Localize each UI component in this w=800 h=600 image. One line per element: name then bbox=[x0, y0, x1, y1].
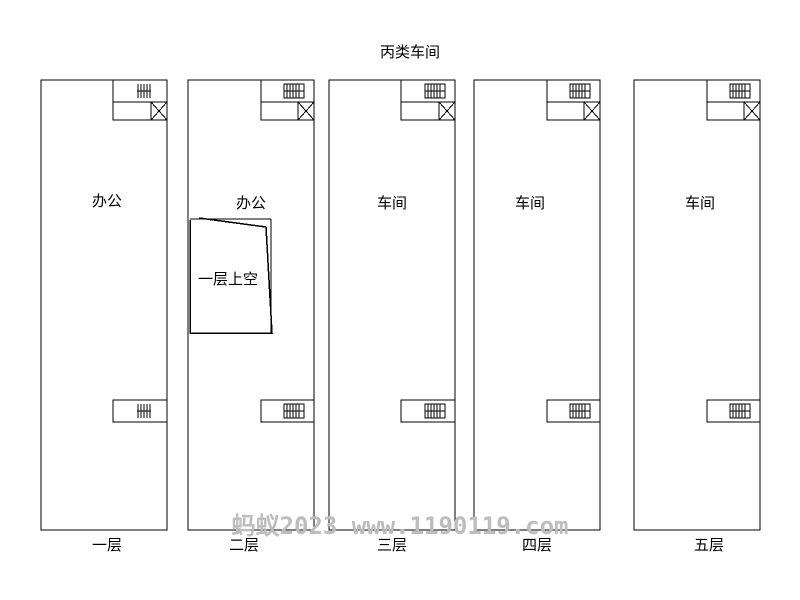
floor-5-plan: 车间 五层 bbox=[633, 79, 761, 554]
floor-1-outline bbox=[40, 79, 168, 531]
floor-3-bottom-stair-icon bbox=[400, 399, 456, 423]
floor-5-bottom-stair-icon bbox=[706, 399, 761, 423]
floor-3-outline bbox=[328, 79, 456, 531]
floor-2-outline bbox=[187, 79, 315, 531]
floor-2-void-outline bbox=[189, 217, 273, 334]
floor-3-top-stair-icon bbox=[400, 79, 456, 121]
floor-4-label: 四层 bbox=[522, 536, 552, 554]
drawing-title: 丙类车间 bbox=[380, 43, 440, 61]
floor-2-room-label: 办公 bbox=[236, 194, 266, 212]
floor-2-label: 二层 bbox=[229, 536, 259, 554]
floor-2-void-label: 一层上空 bbox=[198, 270, 258, 288]
floor-4-plan: 车间 四层 bbox=[473, 79, 601, 554]
floor-2-top-stair-icon bbox=[260, 79, 315, 121]
floor-1-plan: 办公 一层 bbox=[40, 79, 168, 554]
floor-5-room-label: 车间 bbox=[685, 194, 715, 212]
floor-4-outline bbox=[473, 79, 601, 531]
floor-5-top-stair-icon bbox=[706, 79, 761, 121]
floor-4-room-label: 车间 bbox=[515, 194, 545, 212]
floor-2-bottom-stair-icon bbox=[260, 399, 315, 423]
floor-4-top-stair-icon bbox=[546, 79, 601, 121]
floor-2-plan: 办公 一层上空 二层 bbox=[187, 79, 315, 554]
floor-1-label: 一层 bbox=[92, 536, 122, 554]
watermark-text: 蚂蚁2023 www.1190119.com bbox=[232, 512, 569, 540]
floor-1-room-label: 办公 bbox=[92, 192, 122, 210]
floor-5-outline bbox=[633, 79, 761, 531]
floor-3-plan: 车间 三层 bbox=[328, 79, 456, 554]
floor-3-room-label: 车间 bbox=[377, 194, 407, 212]
floor-1-bottom-stair-icon bbox=[112, 399, 168, 423]
floor-4-bottom-stair-icon bbox=[546, 399, 601, 423]
floor-1-top-stair-icon bbox=[112, 79, 168, 121]
floor-5-label: 五层 bbox=[694, 536, 724, 554]
floor-3-label: 三层 bbox=[377, 536, 407, 554]
